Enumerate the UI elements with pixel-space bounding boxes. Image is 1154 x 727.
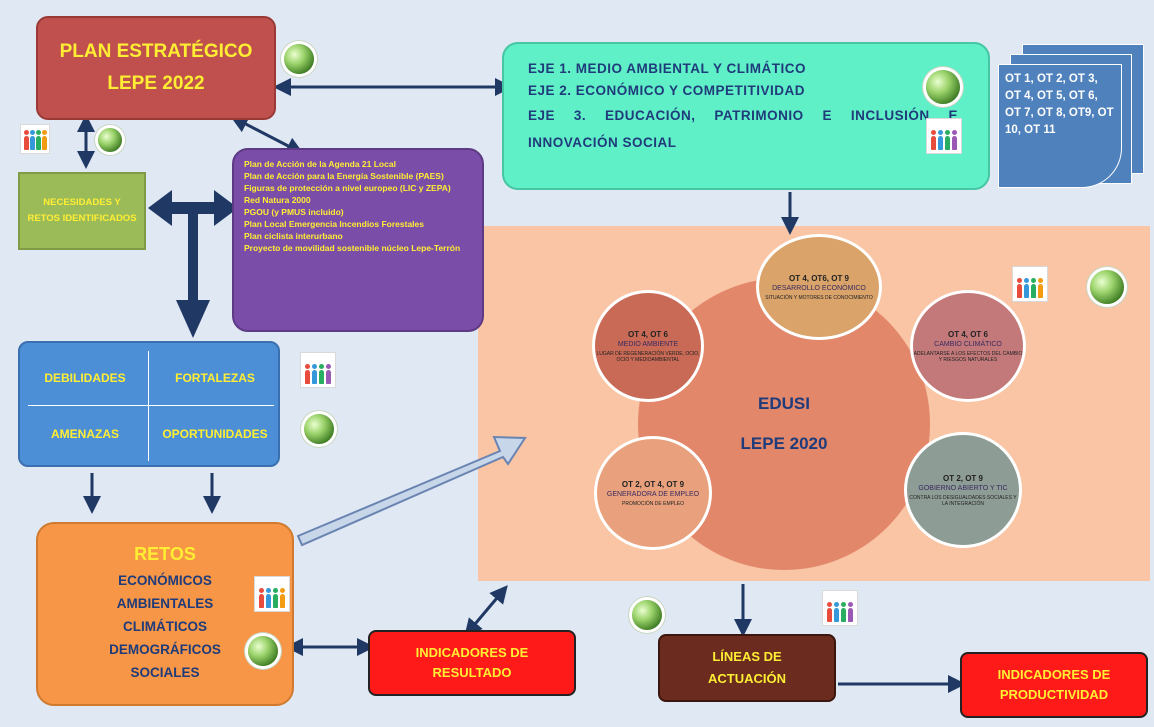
globe-icon xyxy=(304,414,334,444)
circle-3-desc: CONTRA LOS DESIGUALDADES SOCIALES Y LA I… xyxy=(909,494,1017,507)
plan-item: Red Natura 2000 xyxy=(244,195,311,205)
ot-document-text: OT 1, OT 2, OT 3, OT 4, OT 5, OT 6, OT 7… xyxy=(1005,73,1114,136)
circle-cambio-climatico: OT 4, OT 6 CAMBIO CLIMÁTICO ADELANTARSE … xyxy=(910,290,1026,402)
retos-item-2: CLIMÁTICOS xyxy=(123,619,207,634)
globe-icon xyxy=(284,44,314,74)
edusi-line2: LEPE 2020 xyxy=(740,434,828,453)
plan-item: Plan ciclista interurbano xyxy=(244,231,343,241)
globe-icon xyxy=(632,600,662,630)
circle-3-ot: OT 2, OT 9 xyxy=(942,473,983,483)
people-icon xyxy=(926,118,962,154)
ot-document: OT 1, OT 2, OT 3, OT 4, OT 5, OT 6, OT 7… xyxy=(998,64,1122,188)
circle-5-title: MEDIO AMBIENTE xyxy=(617,340,679,348)
circle-gobierno-abierto: OT 2, OT 9 GOBIERNO ABIERTO Y TIC CONTRA… xyxy=(904,432,1022,548)
circle-2-ot: OT 4, OT 6 xyxy=(947,329,988,339)
people-icon xyxy=(254,576,290,612)
dafo-debilidades: DEBILIDADES xyxy=(44,371,126,385)
circle-1-title: DESARROLLO ECONÓMICO xyxy=(772,284,866,292)
dafo-divider-v xyxy=(148,351,149,461)
circle-5-desc: LUGAR DE REGENERACIÓN VERDE, OCIO, OCIO … xyxy=(596,350,700,363)
indicadores-productividad-box: INDICADORES DE PRODUCTIVIDAD xyxy=(960,652,1148,718)
lineas-actuacion-text: LÍNEAS DE ACTUACIÓN xyxy=(708,649,786,686)
plan-item: Plan Local Emergencia Incendios Forestal… xyxy=(244,219,424,229)
retos-item-1: AMBIENTALES xyxy=(116,596,214,611)
eje-1: EJE 1. MEDIO AMBIENTAL Y CLIMÁTICO xyxy=(528,61,807,76)
dafo-amenazas: AMENAZAS xyxy=(51,427,119,441)
plan-line2: LEPE 2022 xyxy=(107,73,205,94)
eje-3: EJE 3. EDUCACIÓN, PATRIMONIO E INCLUSIÓN… xyxy=(528,108,958,150)
necesidades-text: NECESIDADES Y RETOS IDENTIFICADOS xyxy=(27,197,137,224)
plan-item: Proyecto de movilidad sostenible núcleo … xyxy=(244,243,461,253)
people-icon xyxy=(20,124,50,154)
plan-item: Figuras de protección a nivel europeo (L… xyxy=(244,183,451,193)
circle-4-desc: PROMOCIÓN DE EMPLEO xyxy=(622,500,684,507)
lineas-actuacion-box: LÍNEAS DE ACTUACIÓN xyxy=(658,634,836,702)
retos-box: RETOS ECONÓMICOS AMBIENTALES CLIMÁTICOS … xyxy=(36,522,294,706)
retos-item-4: SOCIALES xyxy=(130,665,200,680)
people-icon xyxy=(300,352,336,388)
retos-item-3: DEMOGRÁFICOS xyxy=(109,642,221,657)
plan-estrategico-box: PLAN ESTRATÉGICO LEPE 2022 xyxy=(36,16,276,120)
plan-line1: PLAN ESTRATÉGICO xyxy=(59,41,253,62)
circle-2-desc: ADELANTARSE A LOS EFECTOS DEL CAMBIO Y R… xyxy=(913,350,1023,363)
arrow-indicadores-edusi xyxy=(464,585,508,637)
big-arrow-retos-edusi xyxy=(296,435,527,547)
circle-4-ot: OT 2, OT 4, OT 9 xyxy=(621,479,685,489)
retos-title: RETOS xyxy=(134,544,196,564)
indicadores-resultado-text: INDICADORES DE RESULTADO xyxy=(415,645,529,680)
edusi-line1: EDUSI xyxy=(758,394,810,413)
circle-desarrollo-economico: OT 4, OT6, OT 9 DESARROLLO ECONÓMICO SIT… xyxy=(756,234,882,340)
arrow-plan-planes xyxy=(230,115,304,155)
circle-1-desc: SITUACIÓN Y MOTORES DE CONOCIMIENTO xyxy=(765,294,873,301)
circle-generadora-empleo: OT 2, OT 4, OT 9 GENERADORA DE EMPLEO PR… xyxy=(594,436,712,550)
circle-2-title: CAMBIO CLIMÁTICO xyxy=(934,340,1002,348)
dafo-divider-h xyxy=(28,405,274,406)
dafo-box: DEBILIDADES FORTALEZAS AMENAZAS OPORTUNI… xyxy=(18,341,280,467)
dafo-fortalezas: FORTALEZAS xyxy=(175,371,255,385)
plan-item: Plan de Acción para la Energía Sostenibl… xyxy=(244,171,444,181)
circle-3-title: GOBIERNO ABIERTO Y TIC xyxy=(918,484,1008,492)
people-icon xyxy=(822,590,858,626)
plan-item: PGOU (y PMUS incluido) xyxy=(244,207,344,217)
retos-item-0: ECONÓMICOS xyxy=(118,573,212,588)
globe-icon xyxy=(926,70,960,104)
indicadores-productividad-text: INDICADORES DE PRODUCTIVIDAD xyxy=(997,667,1111,702)
circle-medio-ambiente: OT 4, OT 6 MEDIO AMBIENTE LUGAR DE REGEN… xyxy=(592,290,704,402)
circle-5-ot: OT 4, OT 6 xyxy=(627,329,668,339)
cross-arrow xyxy=(148,190,238,338)
eje-2: EJE 2. ECONÓMICO Y COMPETITIVIDAD xyxy=(528,83,806,98)
ejes-box: EJE 1. MEDIO AMBIENTAL Y CLIMÁTICO EJE 2… xyxy=(502,42,990,190)
globe-icon xyxy=(248,636,278,666)
plan-item: Plan de Acción de la Agenda 21 Local xyxy=(244,159,396,169)
globe-icon xyxy=(1090,270,1124,304)
indicadores-resultado-box: INDICADORES DE RESULTADO xyxy=(368,630,576,696)
circle-1-ot: OT 4, OT6, OT 9 xyxy=(788,273,849,283)
circle-4-title: GENERADORA DE EMPLEO xyxy=(606,490,700,498)
globe-icon xyxy=(98,128,122,152)
dafo-oportunidades: OPORTUNIDADES xyxy=(162,427,268,441)
necesidades-box: NECESIDADES Y RETOS IDENTIFICADOS xyxy=(18,172,146,250)
people-icon xyxy=(1012,266,1048,302)
